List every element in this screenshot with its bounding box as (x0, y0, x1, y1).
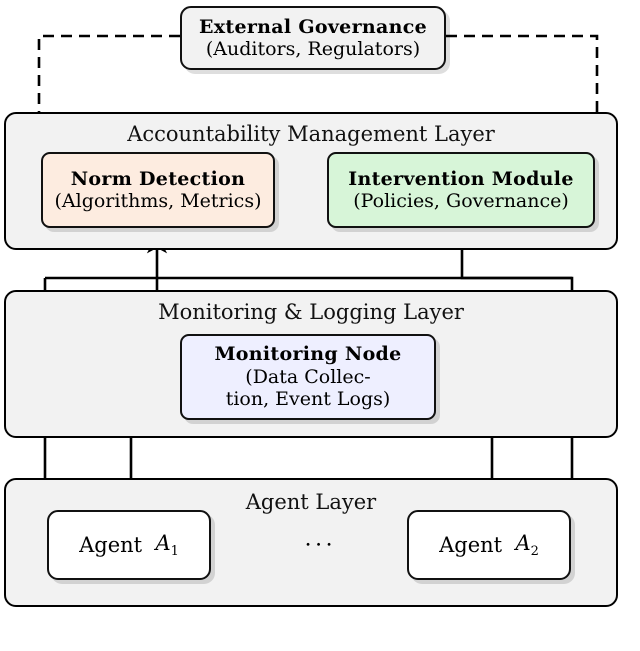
agent-layer-label: Agent Layer (245, 490, 377, 514)
wire-extgov-to-accountability-left (28, 34, 180, 142)
monitoring-layer-label: Monitoring & Logging Layer (158, 300, 464, 324)
monitoring-node-box[interactable]: Monitoring Node (Data Collec- tion, Even… (180, 334, 436, 420)
wire-extgov-to-accountability-right (446, 34, 608, 144)
external-governance-title: External Governance (199, 15, 427, 38)
norm-detection-subtitle: (Algorithms, Metrics) (54, 190, 262, 212)
agent-a1-label: Agent (79, 533, 143, 557)
norm-detection-title: Norm Detection (70, 167, 246, 190)
agent-a2-box[interactable]: Agent A2 (407, 510, 571, 580)
agent-a1-symbol: A1 (155, 530, 179, 560)
intervention-module-box[interactable]: Intervention Module (Policies, Governanc… (327, 152, 595, 228)
agent-a1-box[interactable]: Agent A1 (47, 510, 211, 580)
intervention-module-title: Intervention Module (348, 167, 574, 190)
external-governance-box[interactable]: External Governance (Auditors, Regulator… (180, 6, 446, 70)
agent-a2-symbol: A2 (515, 530, 539, 560)
monitoring-node-title: Monitoring Node (214, 343, 402, 366)
norm-detection-box[interactable]: Norm Detection (Algorithms, Metrics) (41, 152, 275, 228)
accountability-layer-label: Accountability Management Layer (127, 122, 495, 146)
monitoring-node-subtitle: (Data Collec- tion, Event Logs) (225, 365, 391, 411)
agent-link-ellipsis: ⋅⋅⋅ (304, 533, 336, 558)
external-governance-subtitle: (Auditors, Regulators) (205, 38, 421, 60)
intervention-module-subtitle: (Policies, Governance) (353, 190, 569, 212)
agent-a2-label: Agent (439, 533, 503, 557)
